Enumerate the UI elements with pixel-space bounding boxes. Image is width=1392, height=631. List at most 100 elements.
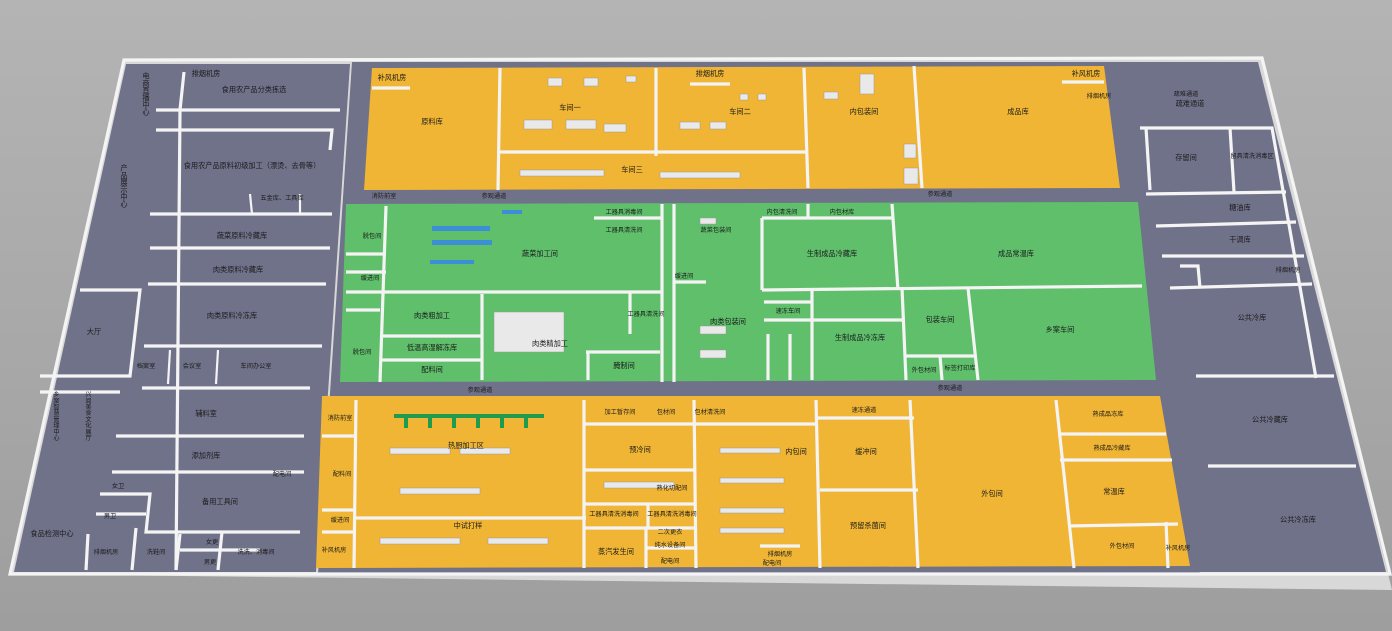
label-exhaust-c: 排烟机房 bbox=[696, 69, 725, 78]
label-hardware-tools: 五金库、工具库 bbox=[260, 194, 303, 202]
label-veg-process: 蔬菜加工间 bbox=[522, 249, 558, 258]
label-workshop-office: 车间办公室 bbox=[241, 362, 272, 370]
label-normal-store: 常温库 bbox=[1103, 487, 1125, 496]
label-cooked-cold: 熟成品冷藏库 bbox=[1093, 444, 1130, 452]
label-veg-cold: 蔬菜原料冷藏库 bbox=[217, 231, 267, 240]
label-ingredient-b: 配料间 bbox=[333, 470, 352, 478]
label-ecommerce-live: 电商直播中心 bbox=[142, 72, 151, 116]
top-yellow-walls bbox=[372, 65, 1104, 191]
label-male-change: 男更 bbox=[204, 559, 216, 566]
equipment-group bbox=[379, 73, 919, 545]
label-secondary-change: 二次更衣 bbox=[658, 528, 683, 536]
label-supply-fan-b: 补风机房 bbox=[1072, 69, 1101, 78]
label-package-wash: 包材清洗间 bbox=[695, 408, 726, 416]
label-low-thaw: 低温高湿解冻库 bbox=[407, 343, 457, 352]
label-quick-freeze: 速冻车间 bbox=[776, 307, 801, 315]
label-xingyong-culture: 兴阅美食文化展厅 bbox=[84, 391, 91, 441]
label-food-testing: 食品检测中心 bbox=[30, 529, 73, 538]
label-exhaust-d: 排烟机房 bbox=[1087, 92, 1112, 100]
label-cooked-frozen: 熟成品冻库 bbox=[1093, 410, 1124, 418]
zone-top-yellow bbox=[364, 66, 1120, 190]
label-water-equipment: 纯水设备间 bbox=[655, 541, 686, 549]
middle-green-walls bbox=[346, 203, 1143, 383]
label-distribution-c: 配电间 bbox=[763, 559, 782, 567]
label-exhaust-a: 排烟机房 bbox=[192, 69, 221, 78]
label-process-temp: 加工暂存间 bbox=[605, 408, 636, 416]
label-trial-line: 中试打样 bbox=[454, 521, 483, 530]
label-farm-primary: 食用农产品原料初级加工（漂烫、去骨等） bbox=[184, 161, 321, 170]
label-exhaust-b: 排烟机房 bbox=[94, 548, 119, 556]
label-depack2: 脱包间 bbox=[353, 348, 372, 356]
label-meat-fine: 肉类精加工 bbox=[532, 339, 568, 348]
label-finished-normal: 成品常温库 bbox=[998, 249, 1034, 258]
label-tool-disinfect: 工器具消毒间 bbox=[605, 208, 642, 216]
label-ingredient-a: 配料间 bbox=[421, 365, 443, 374]
outer-wall bbox=[8, 56, 1392, 576]
label-meat-rough: 肉类粗加工 bbox=[414, 311, 450, 320]
label-cooked-cut: 熟化切配间 bbox=[657, 484, 688, 492]
label-meat-frozen: 肉类原料冷冻库 bbox=[207, 311, 257, 320]
label-marinate: 腌制间 bbox=[613, 361, 635, 370]
label-outer-material: 外包材间 bbox=[912, 366, 937, 374]
label-supply-fan-d: 补风机房 bbox=[1166, 544, 1191, 552]
label-supply-fan-a: 补风机房 bbox=[378, 73, 407, 82]
label-inner-wash: 内包清洗间 bbox=[767, 208, 798, 216]
label-exhaust-e: 排烟机房 bbox=[768, 550, 793, 558]
label-meeting: 会议室 bbox=[183, 362, 202, 370]
label-farm-sort: 食用农产品分类拣选 bbox=[222, 85, 287, 94]
label-raw-store: 原料库 bbox=[421, 117, 443, 126]
label-dry-store: 干调库 bbox=[1229, 235, 1251, 244]
label-tool-wash2: 工器具清洗间 bbox=[627, 310, 664, 318]
label-visit-corridor-1: 参观通道 bbox=[482, 192, 507, 200]
label-oil-store: 糖油库 bbox=[1229, 203, 1251, 212]
label-female-change: 女更 bbox=[206, 538, 218, 546]
label-product-show: 产品展示中心 bbox=[120, 164, 129, 208]
label-spare-tools: 备用工具间 bbox=[202, 497, 238, 506]
label-tool-wash: 工器具清洗间 bbox=[605, 226, 642, 234]
label-buffer-c: 缓冲间 bbox=[855, 447, 877, 456]
label-exhaust-f: 排烟机房 bbox=[1276, 266, 1301, 274]
label-rural-workshop: 乡案车间 bbox=[1046, 325, 1075, 334]
bottom-yellow-walls bbox=[322, 399, 1179, 569]
label-public-frozen: 公共冷库 bbox=[1238, 313, 1267, 322]
zone-right-wing bbox=[1108, 62, 1386, 572]
label-raw-product-frozen: 生制成品冷冻库 bbox=[835, 333, 885, 342]
label-public-frozen2: 公共冷冻库 bbox=[1280, 515, 1316, 524]
label-inner-pack-top: 内包装间 bbox=[850, 107, 879, 116]
label-cleaning-corridor: 疏难通道 bbox=[1176, 99, 1205, 108]
label-meat-pack: 肉类包装间 bbox=[710, 317, 746, 326]
label-visit-corridor-3: 参观通道 bbox=[468, 386, 493, 394]
label-visit-corridor-4: 参观通道 bbox=[938, 384, 963, 392]
label-tool-wash4: 工器具清洗消毒间 bbox=[647, 510, 697, 518]
label-packing: 包装车间 bbox=[926, 315, 955, 324]
label-distribution-a: 配电间 bbox=[273, 470, 292, 478]
right-wing-walls bbox=[1140, 126, 1356, 468]
label-buffer-b: 缓进间 bbox=[675, 272, 694, 280]
label-storage-room: 存留间 bbox=[1175, 153, 1197, 162]
label-outer-pack: 外包间 bbox=[981, 489, 1003, 498]
label-female-wc: 女卫 bbox=[112, 482, 124, 490]
label-hot-kitchen: 热厨加工区 bbox=[448, 441, 484, 450]
label-rural-brain: 乡案智慧管理中心 bbox=[52, 391, 59, 441]
label-supply-fan-c: 补风机房 bbox=[322, 546, 347, 554]
label-label-print: 标签打印库 bbox=[945, 364, 976, 372]
label-finished-store: 成品库 bbox=[1007, 107, 1029, 116]
label-workshop2: 车间二 bbox=[729, 107, 751, 116]
label-lobby: 大厅 bbox=[87, 327, 101, 336]
label-steam-gen: 蒸汽发生间 bbox=[598, 547, 634, 556]
label-tool-wash3: 工器具清洗消毒间 bbox=[589, 510, 639, 518]
label-archive: 档案室 bbox=[137, 362, 156, 370]
label-inner-pack-bottom: 内包间 bbox=[785, 447, 807, 456]
label-public-cold: 公共冷藏库 bbox=[1252, 415, 1288, 424]
label-wash-disinfect: 洗洗、消毒间 bbox=[237, 548, 274, 556]
label-smoke-front2: 消防前室 bbox=[328, 414, 353, 422]
label-visit-corridor-2: 参观通道 bbox=[928, 190, 953, 198]
label-inner-material: 内包材库 bbox=[830, 208, 855, 216]
label-distribution-b: 配电间 bbox=[661, 557, 680, 565]
zone-left-wing bbox=[14, 64, 350, 572]
label-veg-pack: 蔬菜包装间 bbox=[701, 226, 732, 234]
label-smoke-front: 消防前室 bbox=[372, 192, 397, 200]
label-cleaning-corridor-small: 疏难通道 bbox=[1174, 90, 1199, 98]
